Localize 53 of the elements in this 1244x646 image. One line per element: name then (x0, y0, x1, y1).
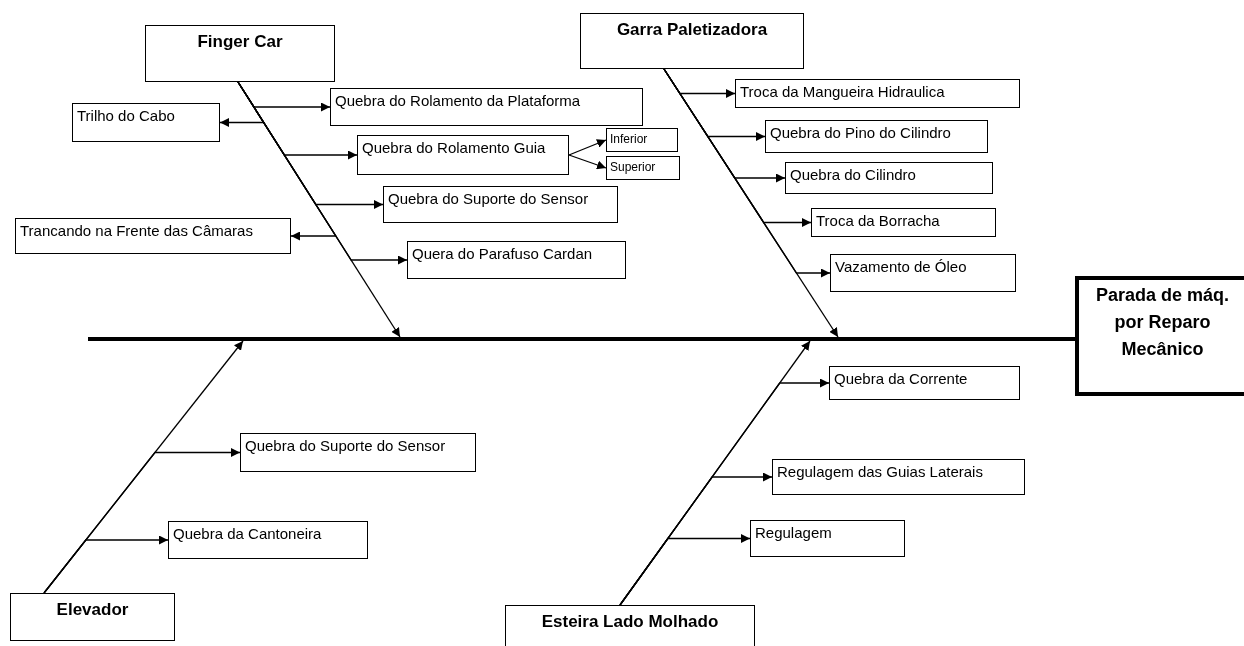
category-title: Esteira Lado Molhado (540, 612, 720, 632)
cause-box (383, 186, 618, 223)
fishbone-spine (88, 337, 848, 341)
cause-text: Quebra da Cantoneira (173, 525, 322, 542)
cause-text: Troca da Mangueira Hidraulica (740, 83, 945, 100)
cause-box (168, 521, 368, 559)
cause-box (240, 433, 476, 472)
cause-text: Regulagem (755, 524, 832, 541)
category-title: Elevador (55, 600, 130, 620)
effect-text: Parada de máq. por Reparo Mecânico (1094, 284, 1231, 361)
arrow (237, 81, 408, 265)
cause-box (606, 156, 680, 180)
cause-text: Quebra do Cilindro (790, 166, 916, 183)
cause-box (735, 79, 1020, 108)
cause-box (772, 459, 1025, 495)
cause-box (606, 128, 678, 152)
cause-text: Quebra do Suporte do Sensor (388, 190, 589, 207)
cause-text: Quebra do Pino do Cilindro (770, 124, 951, 141)
cause-text: Quebra do Suporte do Sensor (245, 437, 446, 454)
arrow (663, 68, 831, 278)
cause-text: Troca da Borracha (816, 212, 940, 229)
cause-box (811, 208, 996, 237)
arrow (568, 154, 607, 170)
cause-text: Quebra do Rolamento da Plataforma (335, 92, 581, 109)
cause-text: Trancando na Frente das Câmaras (20, 222, 253, 239)
cause-text: Quera do Parafuso Cardan (412, 245, 593, 262)
category-title: Finger Car (196, 32, 284, 52)
category-title: Garra Paletizadora (615, 20, 769, 40)
category-box (145, 25, 335, 82)
arrow (43, 535, 169, 594)
effect-box (1075, 276, 1244, 396)
cause-text: Quebra do Rolamento Guia (362, 139, 546, 156)
arrow (619, 534, 751, 606)
cause-box (750, 520, 905, 557)
cause-text: Regulagem das Guias Laterais (777, 463, 983, 480)
category-box (10, 593, 175, 641)
cause-text: Vazamento de Óleo (835, 258, 967, 275)
cause-box (357, 135, 569, 175)
cause-box (15, 218, 291, 254)
category-box (505, 605, 755, 646)
cause-text: Superior (610, 160, 656, 174)
cause-box (785, 162, 993, 194)
cause-text: Inferior (610, 132, 648, 146)
cause-box (830, 254, 1016, 292)
cause-box (407, 241, 626, 279)
cause-text: Trilho do Cabo (77, 107, 175, 124)
cause-box (72, 103, 220, 142)
cause-text: Quebra da Corrente (834, 370, 968, 387)
arrow (568, 139, 607, 156)
cause-box (765, 120, 988, 153)
cause-box (829, 366, 1020, 400)
cause-box (330, 88, 643, 126)
category-box (580, 13, 804, 69)
